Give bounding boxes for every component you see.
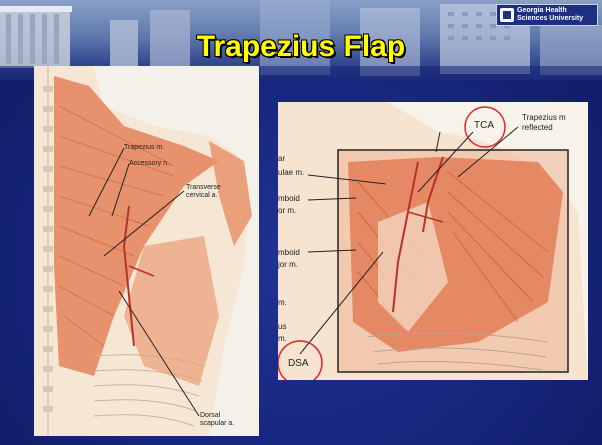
slide-title: Trapezius Flap (0, 30, 602, 64)
logo-mark-icon (500, 8, 514, 22)
label-partial-1: ar (278, 154, 285, 163)
label-dsa: DSA (288, 358, 309, 369)
logo-line-2: Sciences University (517, 15, 583, 23)
label-partial-2: ulae m. (278, 168, 304, 177)
label-partial-7: m. (278, 298, 287, 307)
label-partial-3: mboid (278, 194, 300, 203)
right-anatomy-figure: TCA Trapezius m reflected ar ulae m. mbo… (278, 102, 588, 380)
label-partial-6: jor m. (278, 260, 298, 269)
label-dorsal-line2: scapular a. (200, 420, 234, 428)
left-anatomy-figure: Trapezius m. Accessory n. Transverse cer… (34, 66, 259, 436)
university-logo: Georgia Health Sciences University (496, 4, 598, 26)
label-tca: TCA (474, 120, 494, 131)
reflected-trapezius-illustration (278, 102, 588, 380)
label-transverse-line1: Transverse (186, 184, 221, 192)
label-accessory-nerve: Accessory n. (129, 160, 169, 168)
label-dorsal-line1: Dorsal (200, 412, 220, 420)
posterior-back-illustration (34, 66, 259, 436)
label-trapezius-reflected-line2: reflected (522, 123, 553, 132)
label-trapezius-reflected-line1: Trapezius m (522, 113, 566, 122)
label-partial-8: us (278, 322, 286, 331)
logo-line-1: Georgia Health (517, 7, 583, 15)
label-partial-4: or m. (278, 206, 296, 215)
label-partial-5: mboid (278, 248, 300, 257)
label-transverse-line2: cervical a. (186, 192, 218, 200)
label-partial-9: m. (278, 334, 287, 343)
label-trapezius: Trapezius m. (124, 144, 164, 152)
